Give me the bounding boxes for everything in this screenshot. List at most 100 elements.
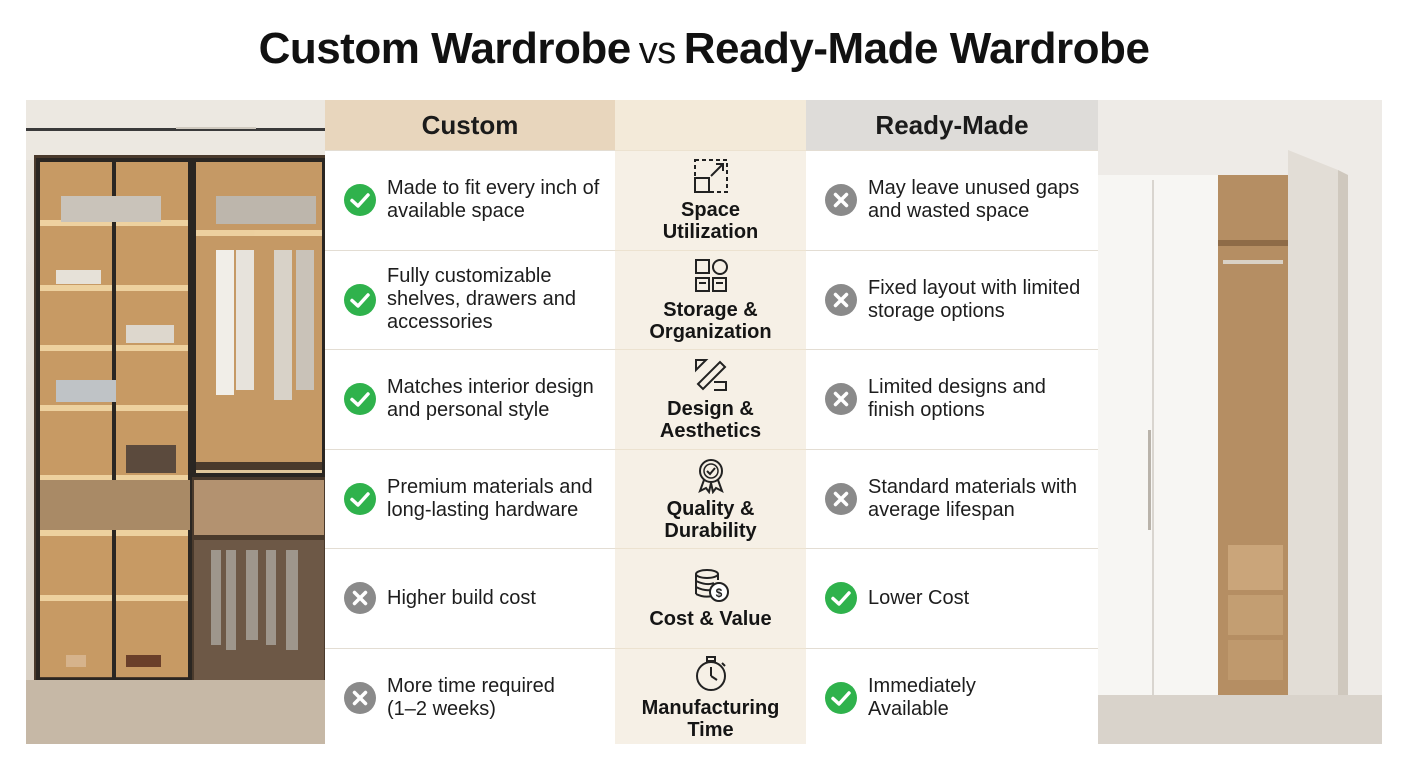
- category-line: Design &: [667, 398, 754, 420]
- custom-row-text: Higher build cost: [387, 587, 536, 610]
- check-icon: [344, 482, 376, 515]
- custom-row-text: More time required(1–2 weeks): [387, 675, 555, 721]
- category-line: Manufacturing: [641, 696, 780, 719]
- text-line: (1–2 weeks): [387, 697, 496, 720]
- text-line: and wasted space: [868, 200, 1030, 222]
- stopwatch-icon: [695, 655, 726, 691]
- check-icon: [344, 283, 376, 316]
- category-line: Organization: [649, 320, 772, 343]
- custom-row: More time required(1–2 weeks): [325, 647, 615, 747]
- ready-made-wardrobe-photo: [1098, 100, 1382, 744]
- text-line: storage options: [868, 299, 1005, 322]
- text-line: long-lasting hardware: [387, 498, 579, 521]
- text-line: Available: [868, 697, 949, 720]
- text-line: Standard materials with: [868, 475, 1077, 498]
- category-row: $ Cost & Value: [615, 548, 806, 647]
- category-column-header: [615, 100, 806, 150]
- text-line: More time required: [387, 674, 555, 697]
- custom-column-header: Custom: [325, 100, 615, 150]
- category-label: Storage &Organization: [649, 299, 771, 343]
- category-line: Time: [687, 718, 734, 741]
- cross-icon: [825, 482, 857, 515]
- check-icon: [344, 184, 376, 216]
- title-vs: vs: [638, 30, 677, 72]
- ready-made-row-text: Lower Cost: [868, 587, 969, 610]
- category-line: Durability: [664, 519, 757, 542]
- category-line: Quality &: [666, 497, 755, 520]
- category-label: Design &Aesthetics: [660, 398, 761, 442]
- category-line: Utilization: [662, 221, 759, 243]
- text-line: Higher build cost: [387, 586, 536, 609]
- cross-icon: [825, 283, 857, 316]
- title-ready: Ready-Made Wardrobe: [683, 24, 1150, 73]
- text-line: Made to fit every inch of: [387, 177, 600, 199]
- custom-wardrobe-photo: [26, 100, 325, 744]
- text-line: available space: [387, 200, 525, 222]
- text-line: Matches interior design: [387, 376, 594, 398]
- text-line: shelves, drawers and: [387, 288, 576, 310]
- text-line: Fully customizable: [387, 265, 552, 287]
- coins-icon: $: [694, 569, 729, 602]
- text-line: Lower Cost: [868, 586, 970, 609]
- ready-made-row: Lower Cost: [806, 548, 1098, 647]
- cross-icon: [825, 184, 857, 216]
- category-line: Aesthetics: [659, 420, 762, 442]
- check-icon: [344, 383, 376, 415]
- design-tools-icon: [694, 359, 727, 391]
- category-label: Quality &Durability: [664, 498, 756, 542]
- check-icon: [825, 681, 857, 714]
- cross-icon: [344, 582, 376, 614]
- check-icon: [825, 582, 857, 614]
- cross-icon: [825, 383, 857, 415]
- text-line: Limited designs and: [868, 376, 1046, 398]
- category-row: Design &Aesthetics: [615, 349, 806, 448]
- category-line: Cost & Value: [649, 608, 772, 630]
- category-line: Storage &: [663, 298, 758, 321]
- category-line: Space: [681, 199, 740, 221]
- category-row: Storage &Organization: [615, 249, 806, 349]
- resize-icon: [693, 159, 728, 193]
- category-label: Cost & Value: [649, 608, 771, 630]
- text-line: May leave unused gaps: [868, 177, 1080, 199]
- ready-made-column-header: Ready-Made: [806, 100, 1098, 150]
- text-line: and personal style: [387, 399, 550, 421]
- text-line: Fixed layout with limited: [868, 276, 1081, 299]
- text-line: average lifespan: [868, 498, 1015, 521]
- text-line: Premium materials and: [387, 475, 593, 498]
- cross-icon: [344, 681, 376, 714]
- title-custom: Custom Wardrobe: [258, 24, 632, 73]
- custom-row: Higher build cost: [325, 548, 615, 647]
- quality-badge-icon: [697, 458, 724, 494]
- text-line: finish options: [868, 399, 985, 421]
- text-line: Immediately: [868, 674, 976, 697]
- category-row: Quality &Durability: [615, 448, 806, 548]
- svg-text:$: $: [715, 586, 722, 600]
- shapes-grid-icon: [694, 258, 728, 292]
